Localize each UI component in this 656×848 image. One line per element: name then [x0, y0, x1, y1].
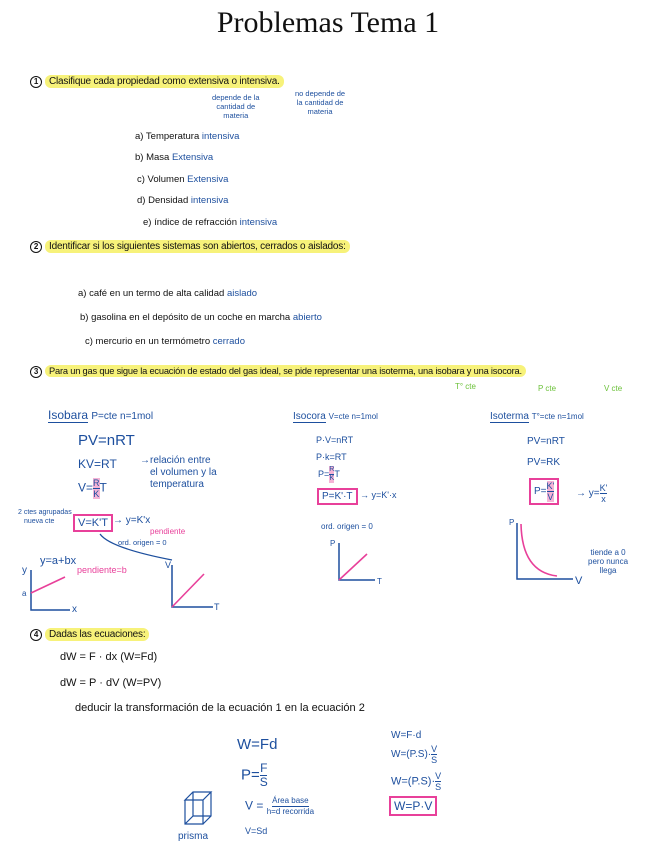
question-number: 2: [30, 241, 42, 253]
axis-label: a: [22, 589, 27, 598]
isocora-eq1: P·V=nRT: [316, 435, 354, 445]
isoterma-eq2: PV=RK: [527, 457, 561, 468]
deriv-step-1: W=F·d: [391, 730, 422, 741]
isoterma-boxed-eq: P=K'V: [529, 478, 560, 505]
isocora-eq2: P·k=RT: [316, 452, 347, 462]
list-item: c) Volumen Extensiva: [137, 174, 229, 185]
question-number: 3: [30, 366, 42, 378]
volume-eq-2: V=Sd: [245, 826, 268, 836]
equation-1: dW = F · dx (W=Fd): [60, 651, 158, 663]
list-item: a) café en un termo de alta calidad aisl…: [78, 288, 258, 299]
isocora-linear: → y=K'·x: [360, 490, 397, 500]
question-prompt: Para un gas que sigue la ecuación de est…: [45, 365, 526, 377]
question-prompt: Identificar si los siguientes sistemas s…: [45, 240, 350, 253]
isoterma-eq1: PV=nRT: [527, 436, 565, 447]
list-item: c) mercurio en un termómetro cerrado: [85, 336, 245, 347]
list-item: a) Temperatura intensiva: [135, 131, 240, 142]
question-number: 1: [30, 76, 42, 88]
axis-label: V: [165, 560, 171, 570]
axis-label: y: [22, 565, 27, 576]
note-isobara: P cte: [538, 384, 557, 393]
list-item: b) gasolina en el depósito de un coche e…: [80, 312, 322, 323]
prism-label: prisma: [178, 831, 209, 842]
list-item: b) Masa Extensiva: [135, 152, 214, 163]
isocora-origin-note: ord. origen = 0: [321, 522, 373, 531]
isobara-eq2: KV=RT: [78, 457, 117, 471]
deriv-result: W=P·V: [389, 796, 438, 816]
isoterma-axes: [516, 523, 573, 580]
isobara-general-axes: [30, 570, 70, 611]
axis-label: x: [72, 604, 77, 615]
axis-label: T: [214, 602, 220, 612]
isocora-boxed-eq: P=K'·T: [317, 488, 358, 505]
isocora-header: Isocora V=cte n=1mol: [293, 411, 378, 423]
work-eq: W=Fd: [237, 736, 278, 753]
axis-label: V: [575, 575, 583, 587]
isobara-eq1: PV=nRT: [78, 432, 135, 449]
task-text: deducir la transformación de la ecuación…: [75, 702, 365, 714]
isoterma-header: Isoterma T°=cte n=1mol: [490, 411, 584, 423]
list-item: d) Densidad intensiva: [137, 195, 229, 206]
page-title: Problemas Tema 1: [216, 6, 440, 39]
equation-2: dW = P · dV (W=PV): [60, 677, 162, 689]
general-line-eq: y=a+bx: [40, 555, 77, 567]
isobara-header: Isobara P=cte n=1mol: [48, 408, 154, 423]
axis-label: P: [509, 518, 514, 527]
isobara-linear: → y=K'x: [113, 515, 151, 526]
prism-icon: [183, 791, 213, 825]
isocora-line: [338, 553, 368, 581]
isobara-origin-note: ord. origen = 0: [118, 538, 167, 547]
note-isocora: V cte: [604, 384, 623, 393]
isobara-vt-line: [171, 573, 205, 608]
question-prompt: Clasifique cada propiedad como extensiva…: [45, 75, 284, 88]
slope-b-note: pendiente=b: [77, 565, 127, 575]
axis-label: P: [330, 539, 335, 548]
isoterma-linear: → y=K'x: [576, 483, 608, 504]
isoterma-curve: [520, 523, 558, 577]
isobara-slope-note: pendiente: [150, 527, 186, 536]
question-prompt: Dadas las ecuaciones:: [45, 628, 150, 641]
isobara-arrow: [99, 533, 173, 561]
list-item: e) índice de refracción intensiva: [143, 217, 278, 228]
isobara-general-line: [30, 576, 66, 594]
isobara-boxed-eq: V=K'T: [73, 514, 113, 532]
axis-label: T: [377, 577, 382, 586]
note-isoterma: T° cte: [455, 382, 476, 391]
question-number: 4: [30, 629, 42, 641]
